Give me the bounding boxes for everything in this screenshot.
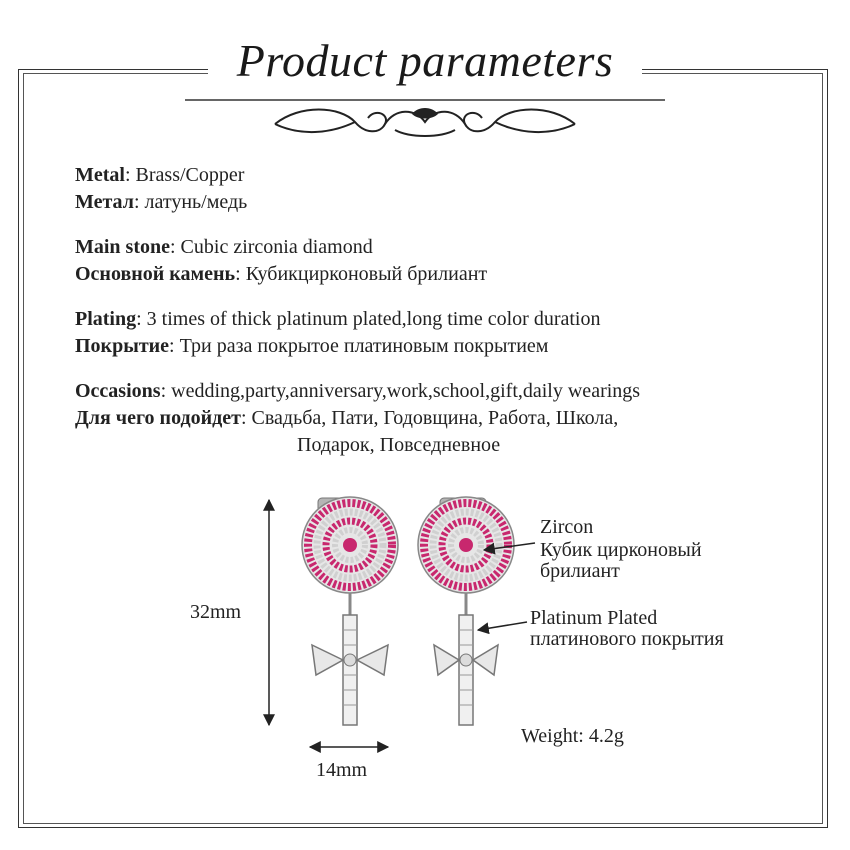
title-mask: [208, 40, 642, 100]
spec-stone-ru: Основной камень: Кубикцирконовый брилиан…: [75, 263, 488, 285]
spec-metal-en: Metal: Brass/Copper: [75, 164, 245, 186]
weight-label: Weight: 4.2g: [521, 725, 624, 747]
spec-stone-en: Main stone: Cubic zirconia diamond: [75, 236, 373, 258]
spec-occasions-en: Occasions: wedding,party,anniversary,wor…: [75, 380, 641, 402]
plated-label-ru: платинового покрытия: [530, 628, 724, 650]
spec-occasions-ru-cont: Подарок, Повседневное: [297, 434, 501, 456]
earring-left-icon: [301, 496, 399, 726]
height-label: 32mm: [190, 601, 242, 623]
title-rule-right: [642, 69, 828, 70]
zircon-callout-arrow: [482, 542, 536, 555]
spec-plating-en: Plating: 3 times of thick platinum plate…: [75, 308, 601, 330]
specs-block: Metal: Brass/Copper Метал: латунь/медь M…: [75, 162, 805, 459]
zircon-label-ru-2: брилиант: [540, 560, 620, 582]
title-rule-left: [18, 69, 208, 70]
spec-plating-ru: Покрытие: Три раза покрытое платиновым п…: [75, 335, 549, 357]
spec-metal-ru: Метал: латунь/медь: [75, 191, 248, 213]
earrings-illustration: [263, 496, 536, 753]
spec-occasions-ru: Для чего подойдет: Свадьба, Пати, Годовщ…: [75, 407, 619, 429]
width-label: 14mm: [316, 759, 368, 781]
product-diagram: 32mm 14mm Zircon Кубик цирконовый брилиа…: [0, 480, 850, 800]
page-title: Product parameters: [236, 35, 614, 86]
plated-callout-arrow: [476, 621, 528, 635]
flourish-ornament-icon: [185, 99, 665, 137]
zircon-label-en: Zircon: [540, 516, 594, 538]
plated-label-en: Platinum Plated: [530, 607, 658, 629]
zircon-label-ru-1: Кубик цирконовый: [540, 539, 702, 561]
earring-right-icon: [417, 496, 515, 726]
